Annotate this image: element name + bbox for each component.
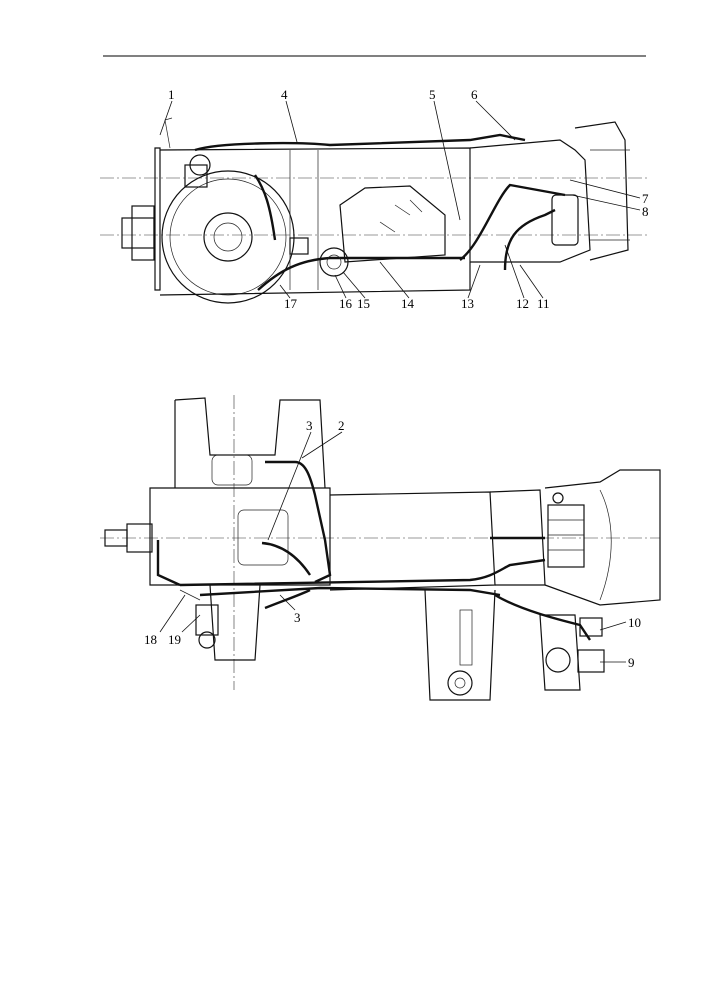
- callout-8: 8: [642, 204, 649, 219]
- top-view-callouts: 1 4 5 6 7 8 17 16 15 14 13 12 11: [168, 87, 649, 311]
- callout-2: 2: [338, 418, 345, 433]
- callout-17: 17: [284, 296, 298, 311]
- top-view-leaders: [159, 100, 641, 299]
- callout-3-upper: 3: [306, 418, 313, 433]
- callout-7: 7: [642, 191, 649, 206]
- callout-9: 9: [628, 655, 635, 670]
- top-view-drawing: [100, 117, 650, 304]
- callout-18: 18: [144, 632, 157, 647]
- callout-16: 16: [339, 296, 353, 311]
- callout-13: 13: [461, 296, 474, 311]
- callout-11: 11: [537, 296, 550, 311]
- callout-12: 12: [516, 296, 529, 311]
- callout-5: 5: [429, 87, 436, 102]
- callout-10: 10: [628, 615, 641, 630]
- bottom-view-drawing: [100, 395, 661, 701]
- callout-4: 4: [281, 87, 288, 102]
- callout-3-lower: 3: [294, 610, 301, 625]
- bottom-view-leaders: [159, 431, 627, 663]
- callout-19: 19: [168, 632, 181, 647]
- bottom-view-callouts: 3 2 18 19 3 10 9: [144, 418, 641, 670]
- callout-15: 15: [357, 296, 370, 311]
- callout-6: 6: [471, 87, 478, 102]
- callout-14: 14: [401, 296, 415, 311]
- callout-1: 1: [168, 87, 175, 102]
